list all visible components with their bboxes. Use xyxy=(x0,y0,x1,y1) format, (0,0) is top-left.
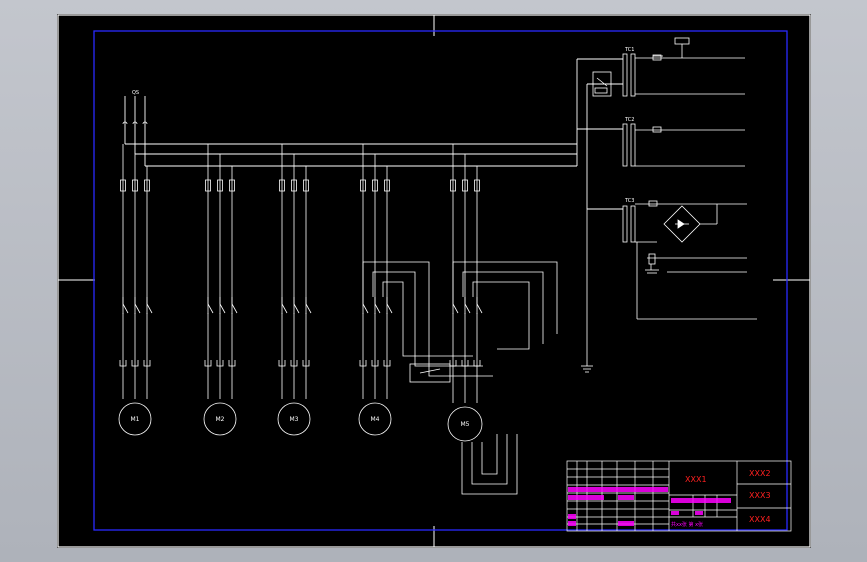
title-code-3: XXX3 xyxy=(749,491,771,500)
motor-3-label: M3 xyxy=(290,416,299,423)
title-block xyxy=(566,460,792,532)
title-block-fields xyxy=(568,487,731,526)
qs-label: QS xyxy=(132,90,139,96)
reversing-wiring xyxy=(362,261,558,377)
motor-2-label: M2 xyxy=(216,416,225,423)
m5-output-wiring xyxy=(461,434,518,495)
motor-1-symbol xyxy=(118,402,152,436)
motor-4-symbol xyxy=(358,402,392,436)
sheet-count: 共xx张 第 x张 xyxy=(671,521,703,528)
title-code-1: XXX1 xyxy=(685,475,707,484)
motor-branch-3: M3 xyxy=(277,144,312,436)
title-code-2: XXX2 xyxy=(749,469,771,478)
center-marks xyxy=(58,15,810,547)
motor-branch-1: M1 xyxy=(118,144,153,436)
inner-frame xyxy=(93,30,788,531)
motor-5-label: M5 xyxy=(461,421,470,428)
control-circuits xyxy=(581,37,757,373)
transformer-labels: TC1 TC2 TC3 xyxy=(624,47,634,204)
outer-border xyxy=(57,14,811,548)
motor-branch-4: M4 xyxy=(358,144,393,436)
title-code-4: XXX4 xyxy=(749,515,771,524)
power-bus xyxy=(124,58,623,210)
motor-2-symbol xyxy=(203,402,237,436)
tc1-label: TC1 xyxy=(624,47,634,53)
motor-1-label: M1 xyxy=(131,416,140,423)
star-delta-switch xyxy=(409,363,451,383)
motor-branch-2: M2 xyxy=(203,144,238,436)
main-disconnect xyxy=(122,121,148,125)
tc3-label: TC3 xyxy=(624,198,634,204)
motor-5-symbol xyxy=(447,406,483,442)
motor-3-symbol xyxy=(277,402,311,436)
motor-4-label: M4 xyxy=(371,416,380,423)
tc2-label: TC2 xyxy=(624,117,634,123)
